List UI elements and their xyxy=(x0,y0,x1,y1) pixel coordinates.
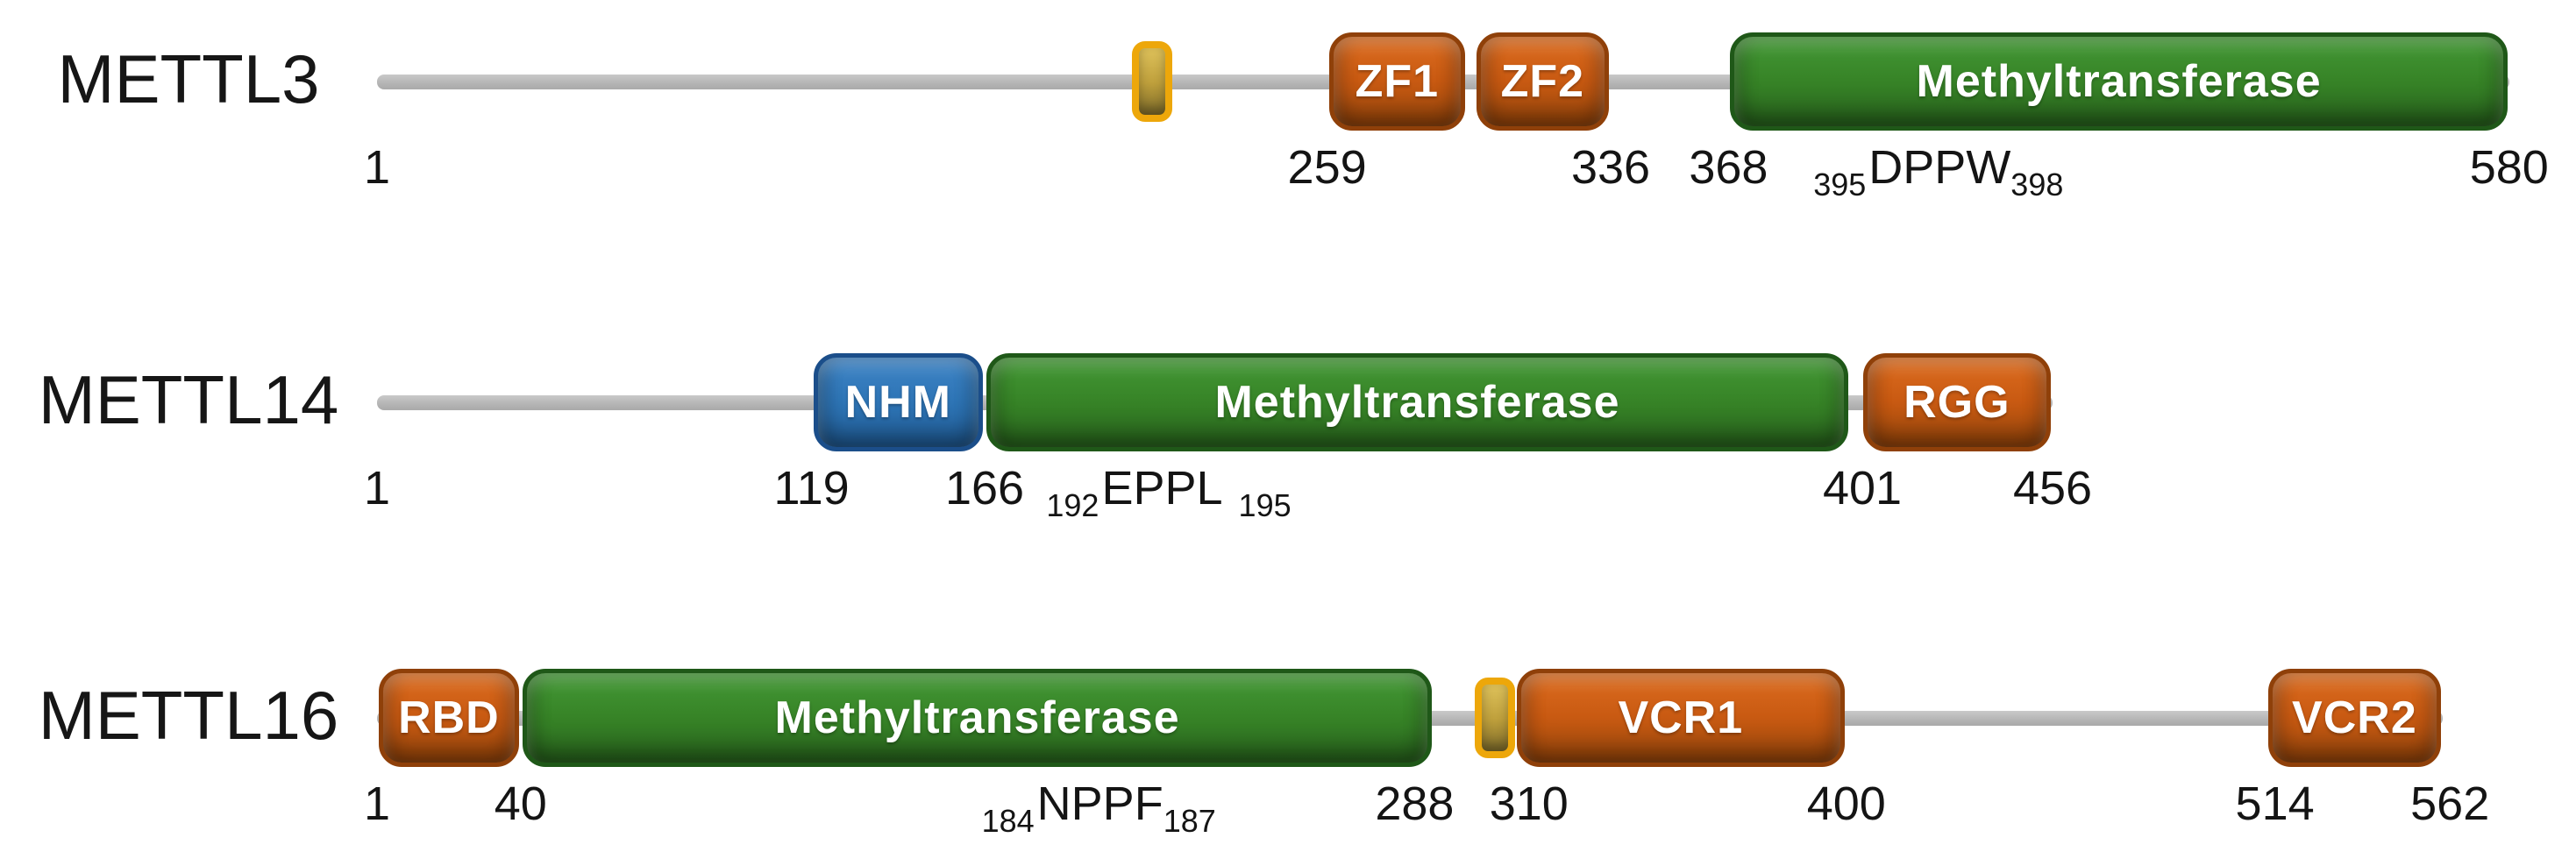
domain-label: Methyltransferase xyxy=(1214,377,1620,428)
residue-number-label: 259 xyxy=(1287,141,1367,194)
domain-label: RBD xyxy=(398,692,500,743)
protein-name-label: METTL14 xyxy=(38,361,339,438)
motif-start-residue: 184 xyxy=(981,803,1035,839)
residue-number-label: 166 xyxy=(944,462,1025,515)
domain-box-zf2: ZF2 xyxy=(1476,32,1609,131)
domain-label: VCR2 xyxy=(2292,692,2417,743)
residue-number-label: 40 xyxy=(494,777,547,830)
domain-box-methyltransferase: Methyltransferase xyxy=(1730,32,2508,131)
residue-number-label: 580 xyxy=(2469,141,2549,194)
protein-name-label: METTL16 xyxy=(38,677,339,754)
domain-box-rgg: RGG xyxy=(1862,353,2051,451)
domain-label: NHM xyxy=(844,377,951,428)
domain-box-rbd: RBD xyxy=(379,669,519,767)
motif-start-residue: 192 xyxy=(1046,487,1099,523)
domain-label: Methyltransferase xyxy=(774,692,1180,743)
domain-label: Methyltransferase xyxy=(1916,56,2322,107)
motif-marker-box xyxy=(1474,678,1515,758)
residue-number-label: 1 xyxy=(363,777,391,830)
residue-number-label: 288 xyxy=(1375,777,1455,830)
domain-label: VCR1 xyxy=(1618,692,1744,743)
domain-label: ZF1 xyxy=(1355,56,1440,107)
residue-number-label: 400 xyxy=(1806,777,1886,830)
motif-end-residue: 398 xyxy=(2010,167,2064,202)
motif-sequence: EPPL xyxy=(1101,462,1223,515)
sequence-motif-label: 395DPPW398 xyxy=(1813,141,2063,202)
domain-label: RGG xyxy=(1904,377,2010,428)
residue-number-label: 562 xyxy=(2410,777,2490,830)
domain-box-methyltransferase: Methyltransferase xyxy=(986,353,1848,451)
domain-box-nhm: NHM xyxy=(813,353,983,451)
domain-box-methyltransferase: Methyltransferase xyxy=(522,669,1433,767)
residue-number-label: 368 xyxy=(1689,141,1768,194)
sequence-motif-label: 192EPPL 195 xyxy=(1046,462,1291,523)
domain-label: ZF2 xyxy=(1500,56,1585,107)
residue-number-label: 336 xyxy=(1570,141,1651,194)
motif-sequence: DPPW xyxy=(1868,141,2011,194)
motif-marker-box xyxy=(1132,41,1173,122)
motif-sequence: NPPF xyxy=(1036,777,1163,830)
residue-number-label: 514 xyxy=(2235,777,2315,830)
residue-number-label: 401 xyxy=(1822,462,1903,515)
sequence-motif-label: 184NPPF187 xyxy=(982,777,1216,839)
residue-number-label: 310 xyxy=(1489,777,1569,830)
domain-box-zf1: ZF1 xyxy=(1328,32,1466,131)
residue-number-label: 1 xyxy=(363,141,391,194)
residue-number-label: 119 xyxy=(773,462,850,515)
motif-end-residue: 187 xyxy=(1163,803,1216,839)
residue-number-label: 456 xyxy=(2012,462,2093,515)
residue-number-label: 1 xyxy=(363,462,391,515)
motif-end-residue: 195 xyxy=(1238,487,1292,523)
motif-start-residue: 395 xyxy=(1813,167,1867,202)
domain-box-vcr2: VCR2 xyxy=(2267,669,2442,767)
domain-box-vcr1: VCR1 xyxy=(1516,669,1845,767)
protein-name-label: METTL3 xyxy=(57,40,320,117)
